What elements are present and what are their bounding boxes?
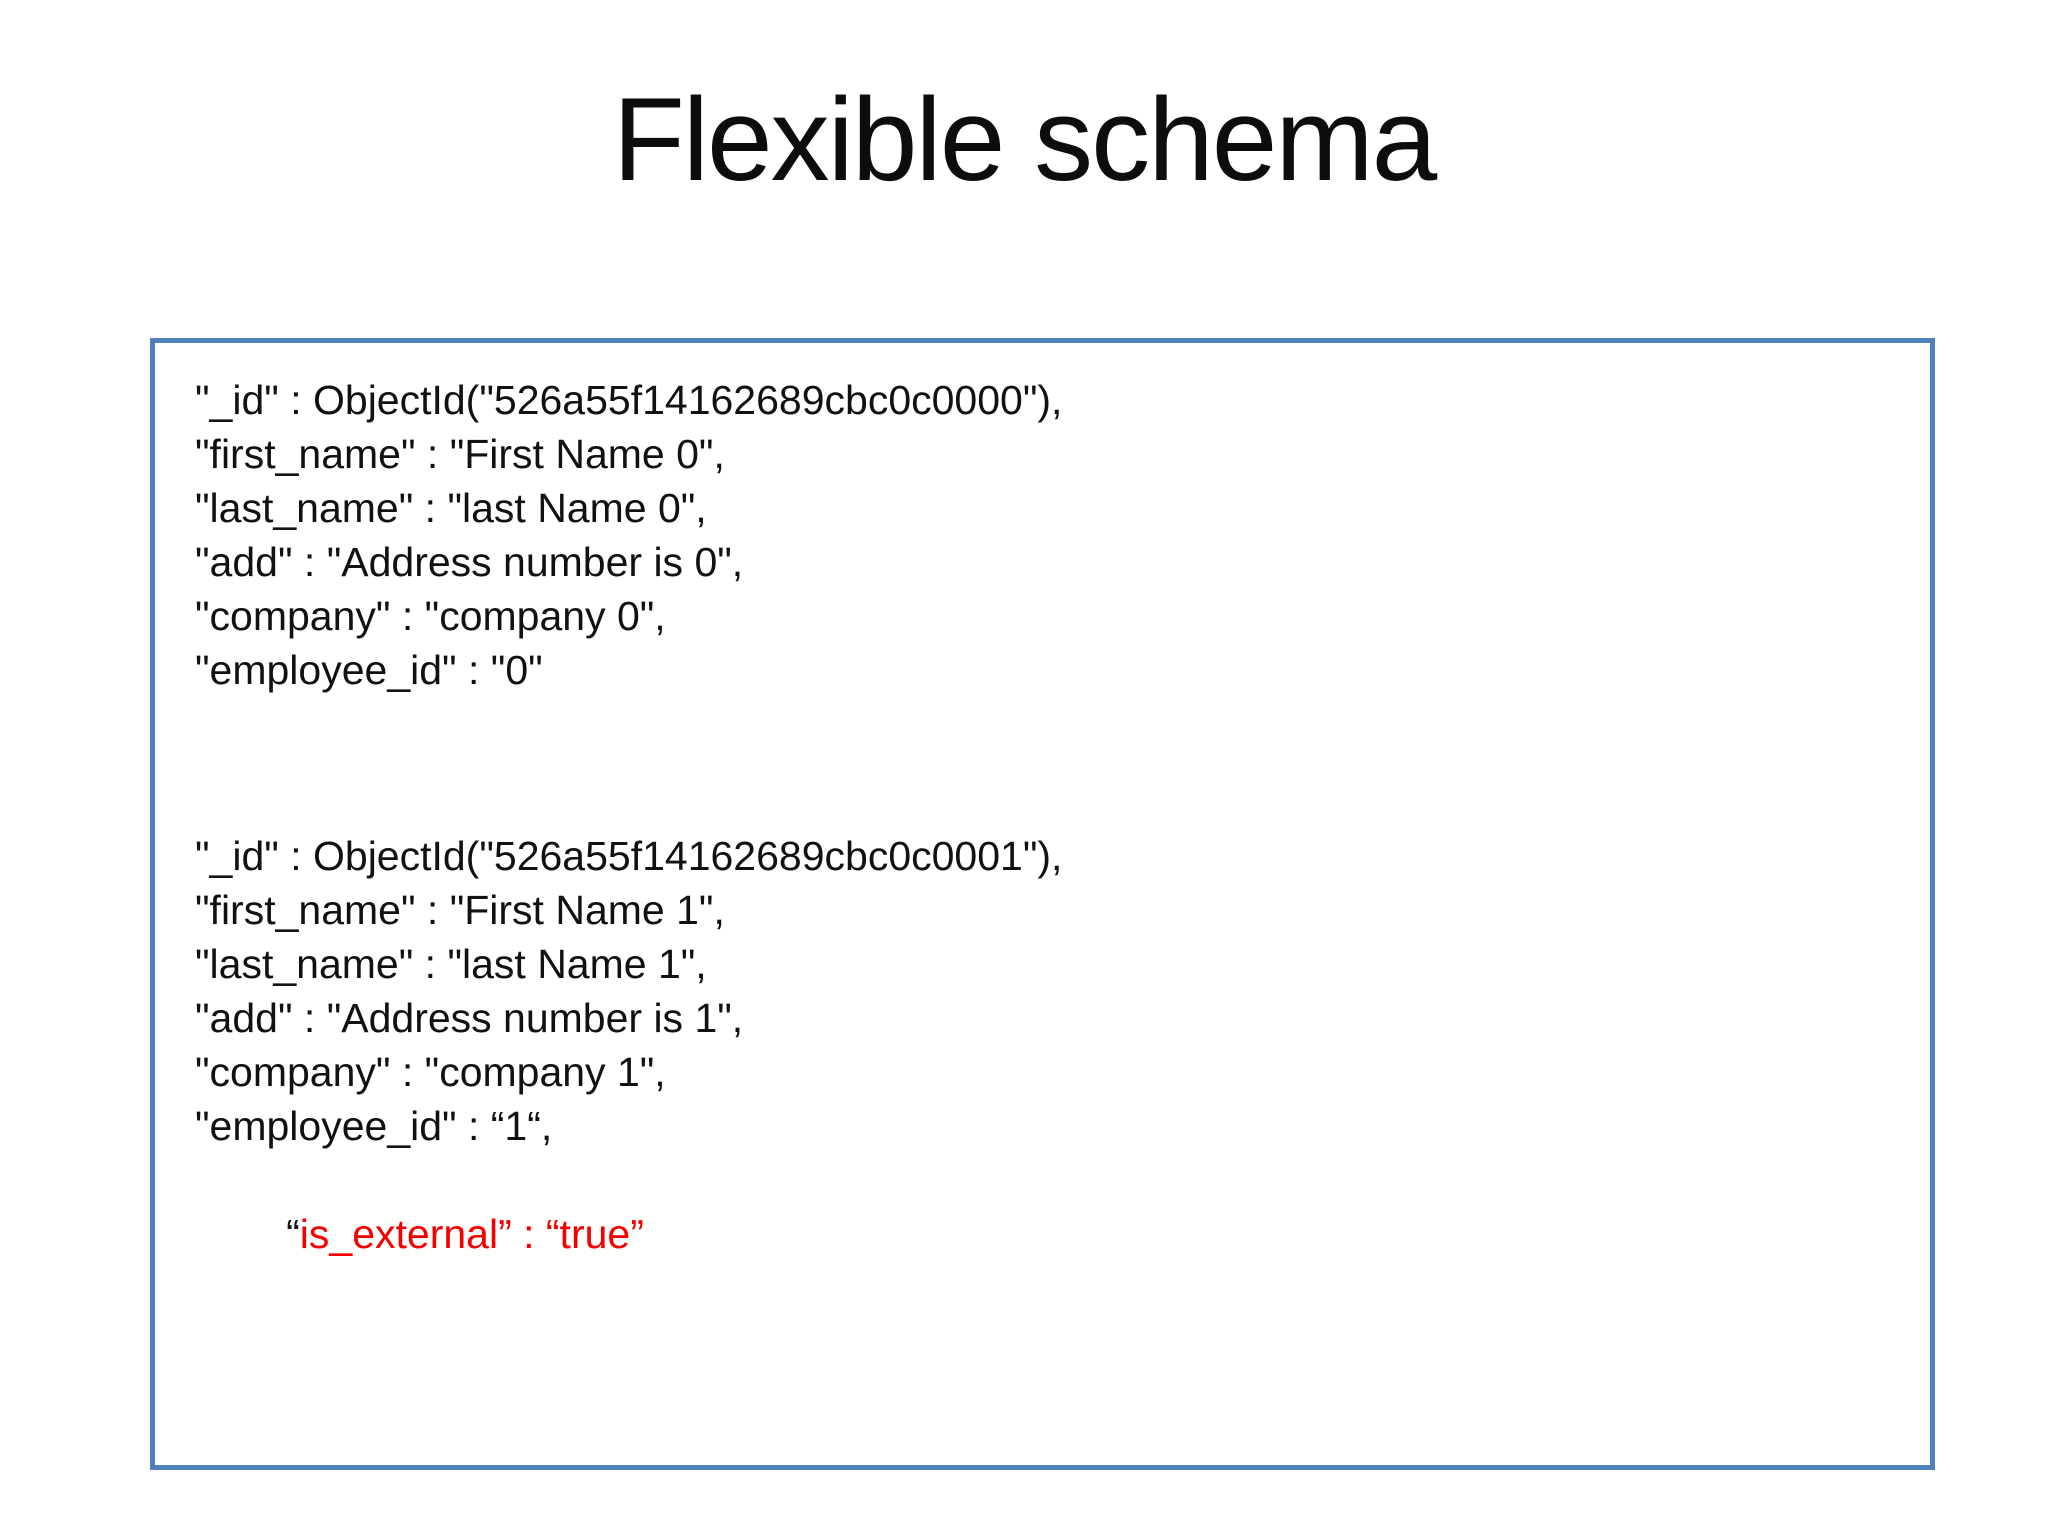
highlight-quote-prefix: “ xyxy=(286,1211,300,1257)
document-0: "_id" : ObjectId("526a55f14162689cbc0c00… xyxy=(195,373,1890,697)
schema-example-box: "_id" : ObjectId("526a55f14162689cbc0c00… xyxy=(150,338,1935,1470)
code-line: "employee_id" : "0" xyxy=(195,647,543,693)
highlight-new-field-text: is_external” : “true” xyxy=(299,1211,644,1257)
code-line: "last_name" : "last Name 1", xyxy=(195,941,707,987)
code-line: "first_name" : "First Name 1", xyxy=(195,887,725,933)
code-line: "company" : "company 0", xyxy=(195,593,666,639)
code-line: "add" : "Address number is 0", xyxy=(195,539,744,585)
code-line: "company" : "company 1", xyxy=(195,1049,666,1095)
code-line-highlighted: “is_external” : “true” xyxy=(195,1153,1890,1315)
code-line: "_id" : ObjectId("526a55f14162689cbc0c00… xyxy=(195,377,1063,423)
code-line: "_id" : ObjectId("526a55f14162689cbc0c00… xyxy=(195,833,1063,879)
document-1: "_id" : ObjectId("526a55f14162689cbc0c00… xyxy=(195,829,1890,1315)
code-line: "employee_id" : “1“, xyxy=(195,1103,553,1149)
code-line: "first_name" : "First Name 0", xyxy=(195,431,725,477)
code-line: "add" : "Address number is 1", xyxy=(195,995,744,1041)
code-line: "last_name" : "last Name 0", xyxy=(195,485,707,531)
slide-title: Flexible schema xyxy=(612,74,1438,206)
